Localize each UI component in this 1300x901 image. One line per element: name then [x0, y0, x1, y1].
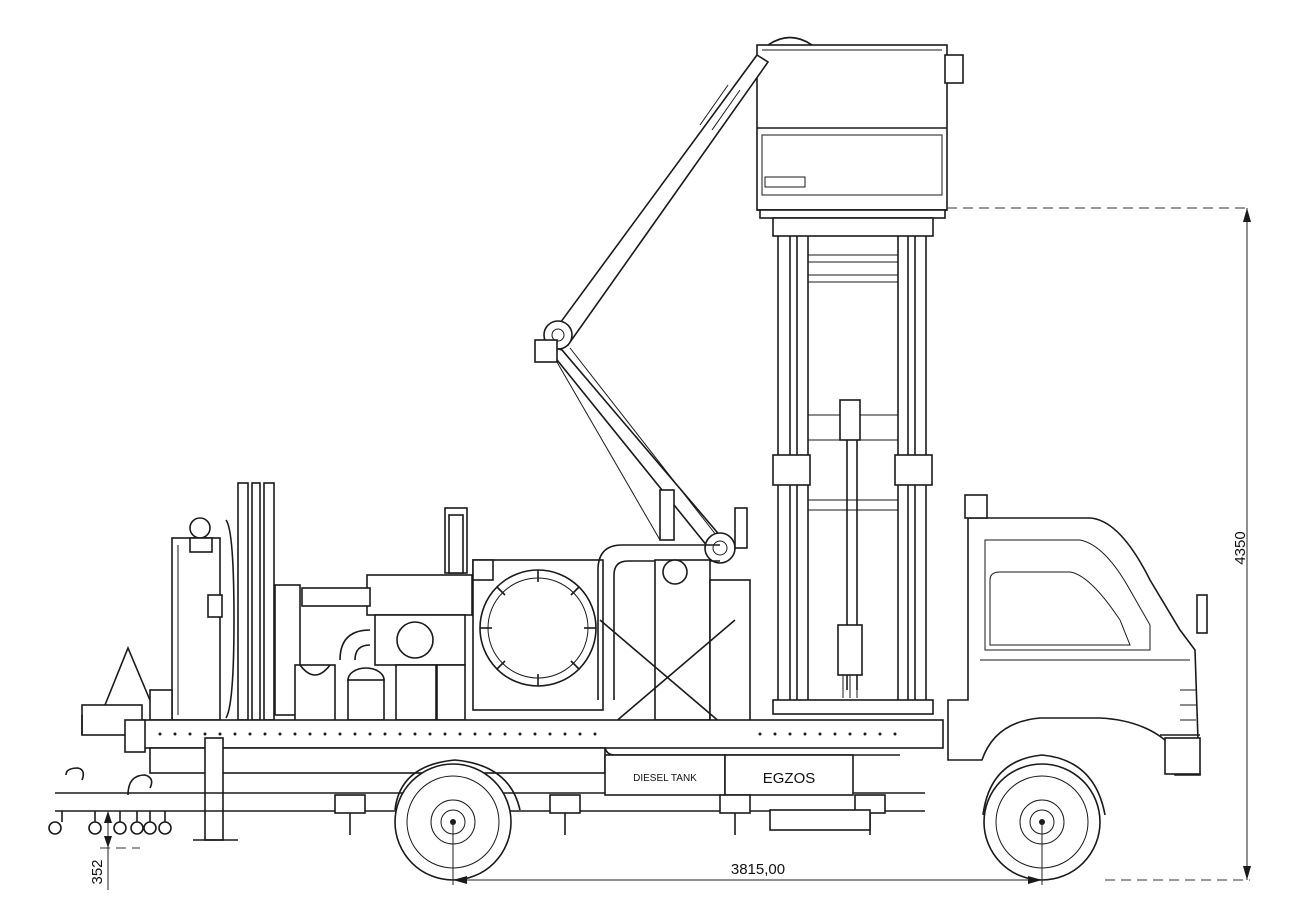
dimension-wheelbase: 3815,00 — [452, 822, 1043, 885]
tanks: DIESEL TANK EGZOS — [604, 754, 854, 796]
dimension-clearance: 352 — [89, 810, 125, 890]
clearance-dimension-label: 352 — [89, 859, 106, 884]
stabilizer-jacks — [334, 794, 886, 835]
truck-cab — [947, 494, 1208, 776]
egzos-label: EGZOS — [763, 770, 816, 787]
rear-equipment — [81, 482, 301, 736]
caster-wheels — [48, 767, 172, 835]
engine-pump-assembly — [294, 507, 473, 726]
dimension-height: 4350 — [1232, 208, 1251, 880]
lift-mast — [772, 217, 934, 715]
pipework — [597, 507, 900, 756]
articulated-arm — [534, 53, 770, 564]
rear-wheel — [394, 759, 521, 881]
drum-unit — [472, 559, 604, 711]
chassis-frame — [55, 719, 944, 841]
front-wheel — [982, 754, 1106, 881]
diesel-tank-label: DIESEL TANK — [633, 773, 697, 784]
height-dimension-label: 4350 — [1232, 531, 1249, 564]
lift-top-box — [756, 36, 964, 219]
wheelbase-dimension-label: 3815,00 — [731, 861, 785, 878]
egzos-tank — [724, 754, 854, 796]
